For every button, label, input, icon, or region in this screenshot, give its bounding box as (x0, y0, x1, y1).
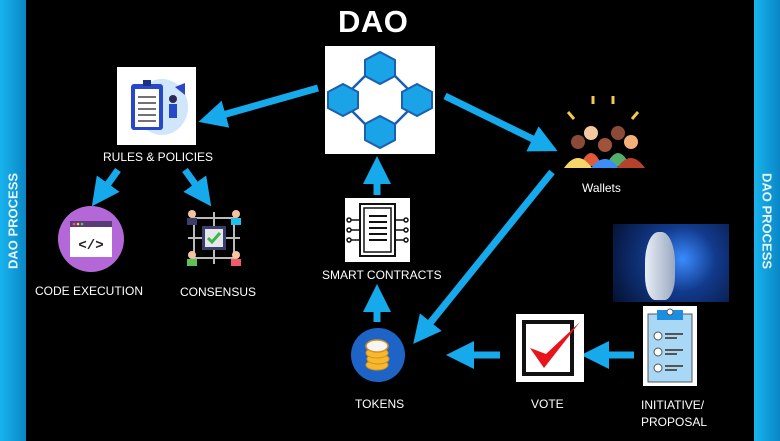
ai-face-image (613, 224, 729, 302)
proposal-box (643, 306, 697, 386)
contract-chip-icon (346, 203, 409, 257)
code-window-icon: </> (58, 206, 124, 272)
checklist-clipboard-icon (647, 308, 693, 383)
arrow-rules-to-code (91, 167, 121, 207)
rules-policies-label: RULES & POLICIES (103, 150, 214, 164)
proposal-label-line2: PROPOSAL (641, 415, 708, 429)
checkbox-check-icon (522, 320, 580, 376)
vote-box (516, 314, 584, 382)
wallets-label: Wallets (582, 181, 621, 195)
rules-policies-box (117, 67, 196, 145)
arrow-dao-to-wallets (443, 92, 558, 152)
people-group-icon (564, 96, 645, 168)
proposal-label: INITIATIVE/ PROPOSAL (641, 397, 707, 431)
consensus-label: CONSENSUS (180, 285, 257, 299)
blockchain-cubes-icon (327, 50, 433, 150)
sidebar-right: DAO PROCESS (754, 0, 780, 441)
code-execution-label: CODE EXECUTION (35, 284, 144, 298)
arrow-dao-to-rules (198, 84, 319, 128)
smart-contracts-label: SMART CONTRACTS (322, 268, 442, 282)
policies-clipboard-icon (131, 79, 188, 135)
arrow-wallets-to-tokens (413, 169, 555, 344)
consensus-network-icon (187, 210, 241, 266)
tokens-label: TOKENS (355, 397, 405, 411)
vote-label: VOTE (531, 397, 564, 411)
arrow-rules-to-consensus (182, 167, 212, 207)
diagram-title: DAO (338, 4, 409, 39)
svg-text:</>: </> (78, 238, 103, 254)
sidebar-left: DAO PROCESS (0, 0, 26, 441)
coins-stack-icon (351, 328, 405, 382)
proposal-label-line1: INITIATIVE/ (641, 398, 705, 412)
smart-contracts-box (345, 198, 410, 262)
dao-blockchain-box (325, 46, 435, 154)
